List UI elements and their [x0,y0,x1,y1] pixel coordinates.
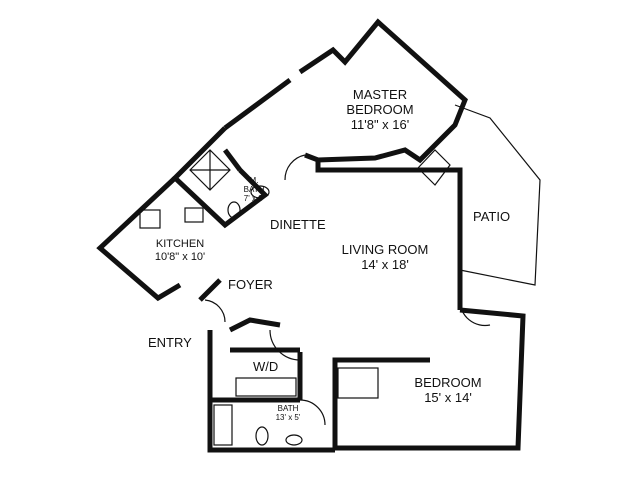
room-name: LIVING ROOM [341,242,429,257]
sink-icon [184,207,204,223]
closet-shelf-icon [337,367,379,399]
room-name: BATH [243,185,265,195]
room-name: M. [249,176,259,185]
room-size: 11'8" x 16' [350,116,410,132]
stove-icon [139,209,161,229]
door-swing [269,329,301,361]
room-size: 10'8" x 10' [154,250,206,263]
room-size: 7' x 8' [243,194,265,204]
door-swing [459,299,491,327]
laundry-label: W/D [253,359,279,374]
bathtub-icon [213,404,233,446]
sink-icon [285,434,303,446]
room-name: MASTER [352,87,408,102]
room-name: KITCHEN [155,238,205,250]
room-name: BATH [277,404,299,413]
patio-outline [454,104,541,286]
door-swing [284,154,306,181]
bath-walls [207,317,335,453]
door-swing [299,399,326,426]
room-name: BEDROOM [346,101,414,117]
kitchen-walls [96,176,222,302]
entry-label: ENTRY [148,335,192,350]
fireplace-icon [417,149,451,186]
toilet-icon [227,201,241,219]
shower-icon [189,149,231,191]
living-room-walls [315,160,463,310]
patio-label: PATIO [473,209,511,224]
toilet-icon [255,426,269,446]
room-size: 13' x 5' [275,413,301,423]
room-name: BEDROOM [414,375,482,390]
bedroom-walls [332,307,526,451]
door-swing [204,299,226,323]
master-bedroom-walls [223,18,468,164]
room-size: 14' x 18' [361,256,409,272]
tub-icon [250,185,270,199]
washer-dryer-icon [235,377,297,397]
foyer-label: FOYER [228,277,273,292]
room-size: 15' x 14' [424,389,472,405]
dinette-label: DINETTE [270,217,326,232]
